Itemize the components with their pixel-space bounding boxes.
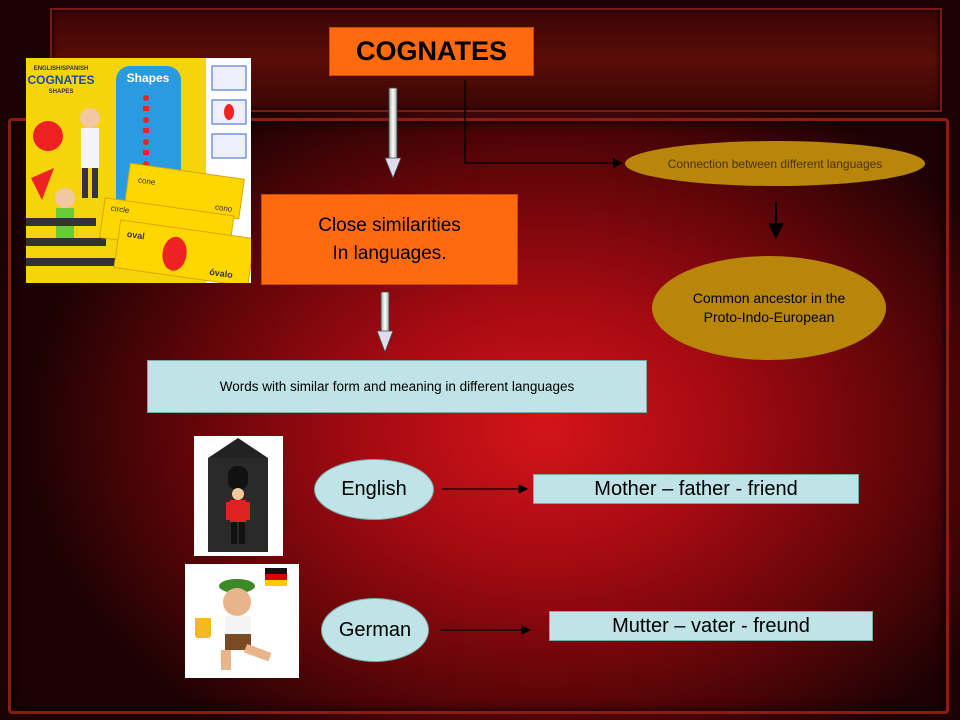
book-subtitle: SHAPES — [49, 89, 74, 95]
connection-ellipse: Connection between different languages — [625, 141, 925, 186]
ancestor-line2: Proto-Indo-European — [703, 309, 835, 325]
english-language-ellipse: English — [314, 459, 434, 520]
ancestor-ellipse: Common ancestor in the Proto-Indo-Europe… — [652, 256, 886, 360]
cognates-book-image: Shapes ENGLISH/SPANISH COGNATES SHAPES c… — [26, 58, 256, 287]
ancestor-line1: Common ancestor in the — [692, 290, 846, 306]
german-words-box: Mutter – vater - freund — [549, 611, 873, 641]
definition-box: Words with similar form and meaning in d… — [147, 360, 647, 413]
card-cono: cono — [214, 203, 233, 214]
book-title: COGNATES — [27, 73, 94, 87]
arrow-similarities-to-definition — [376, 291, 394, 354]
card-oval: oval — [126, 229, 145, 241]
german-man-image — [185, 564, 299, 678]
guard-illustration — [194, 436, 283, 556]
german-language-ellipse: German — [321, 598, 429, 662]
arrow-title-to-connection — [464, 80, 624, 169]
german-illustration — [185, 564, 299, 678]
content-frame — [8, 118, 949, 714]
page-title: COGNATES — [329, 27, 534, 76]
card-ovalo: óvalo — [209, 267, 234, 280]
close-similarities-line1: Close similarities — [318, 214, 461, 236]
close-similarities-box: Close similarities In languages. — [261, 194, 518, 285]
english-words-box: Mother – father - friend — [533, 474, 859, 504]
card-circle: circle — [110, 204, 130, 216]
arrow-title-to-similarities — [384, 87, 402, 180]
english-guard-image — [194, 436, 283, 556]
card-cone: cone — [138, 176, 157, 187]
close-similarities-line2: In languages. — [332, 242, 447, 264]
book-illustration: Shapes ENGLISH/SPANISH COGNATES SHAPES c… — [26, 58, 256, 287]
book-panel-title: Shapes — [127, 71, 170, 85]
book-brand: ENGLISH/SPANISH — [34, 66, 89, 72]
